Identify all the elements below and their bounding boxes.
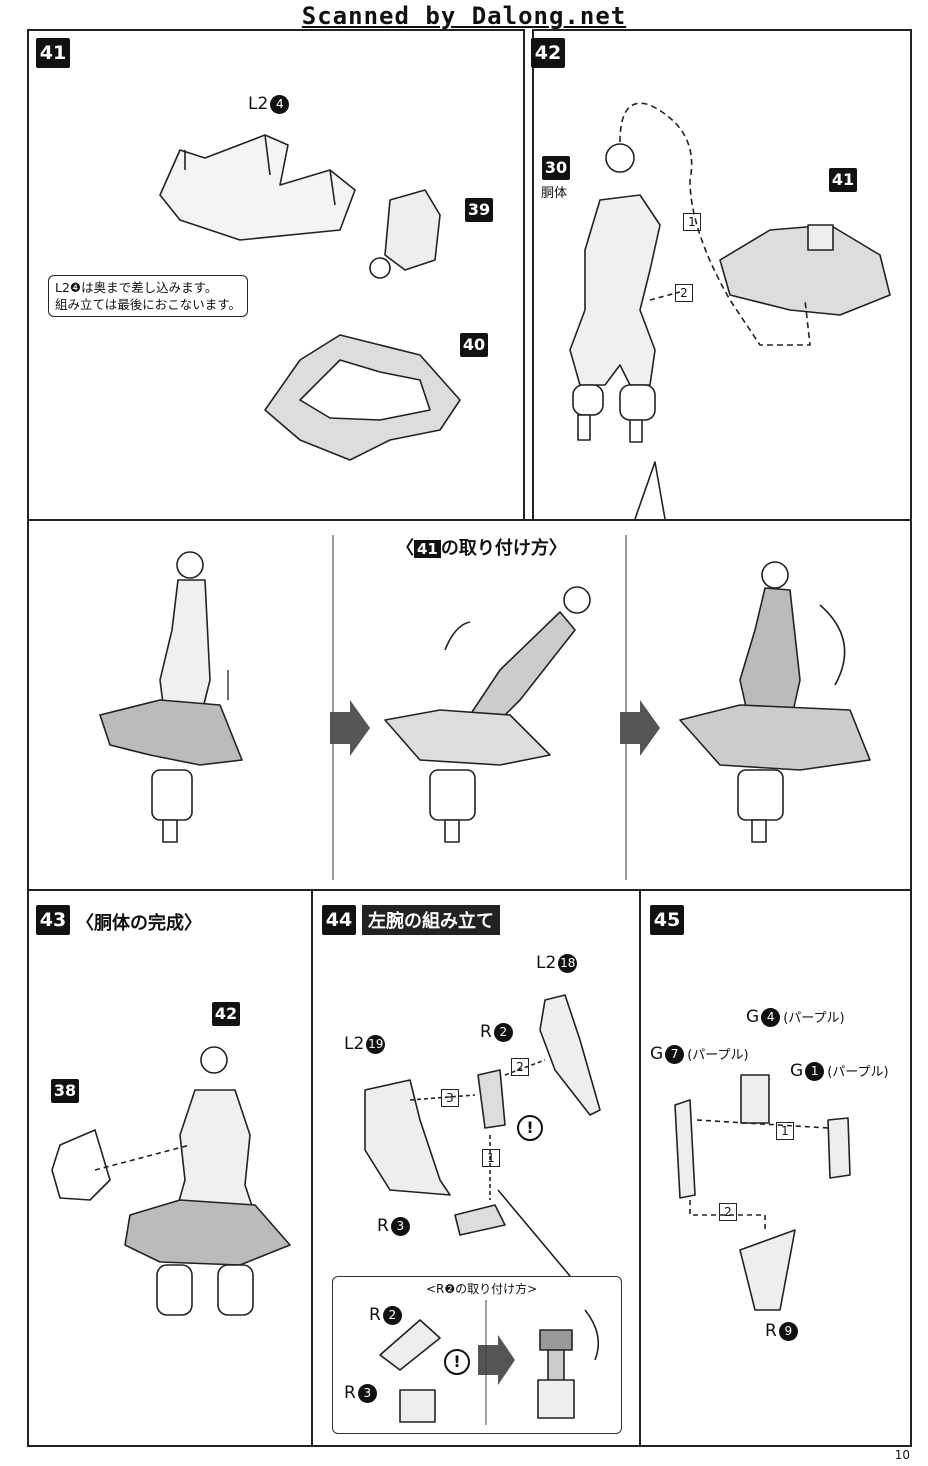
- part-30-label: 胴体: [541, 186, 568, 201]
- sequence-1-box: 1: [482, 1149, 500, 1167]
- r2-attach-detail-box: [332, 1276, 622, 1434]
- page-number: 10: [894, 1448, 910, 1462]
- part-tag-41: 41: [829, 168, 857, 192]
- step-42-panel: [532, 29, 912, 523]
- step-43-panel: [27, 889, 315, 1447]
- part-tag-39: 39: [465, 198, 493, 222]
- note-line-1: L2❹は奥まで差し込みます。: [55, 280, 218, 295]
- step-45-number: 45: [650, 905, 684, 935]
- step-44-number: 44: [322, 905, 356, 935]
- sequence-2-box: 2: [511, 1058, 529, 1076]
- sequence-2-box: 2: [675, 284, 693, 302]
- step-43-title: 〈胴体の完成〉: [76, 913, 202, 934]
- sequence-3-box: 3: [441, 1089, 459, 1107]
- r2-attach-detail-title: <R❷の取り付け方>: [426, 1282, 538, 1296]
- step-42-number: 42: [531, 38, 565, 68]
- step-45-panel: [639, 889, 912, 1447]
- caution-icon: !: [517, 1115, 543, 1141]
- step-44-title: 左腕の組み立て: [362, 905, 500, 935]
- sequence-2-box: 2: [719, 1203, 737, 1221]
- assembly-note: L2❹は奥まで差し込みます。 組み立ては最後におこないます。: [48, 275, 249, 317]
- note-line-2: 組み立ては最後におこないます。: [55, 297, 242, 312]
- part-tag-40: 40: [460, 333, 488, 357]
- part-tag-42: 42: [212, 1002, 240, 1026]
- how-to-attach-tag: 41: [414, 540, 441, 558]
- detail-caution-icon: !: [444, 1349, 470, 1375]
- part-tag-30: 30: [542, 156, 570, 180]
- step-41-number: 41: [36, 38, 70, 68]
- scan-watermark-header: Scanned by Dalong.net: [301, 2, 627, 30]
- step-43-number: 43: [36, 905, 70, 935]
- how-to-attach-panel: [27, 519, 912, 893]
- sequence-1-box: 1: [683, 213, 701, 231]
- part-tag-38: 38: [51, 1079, 79, 1103]
- sequence-1-box: 1: [776, 1122, 794, 1140]
